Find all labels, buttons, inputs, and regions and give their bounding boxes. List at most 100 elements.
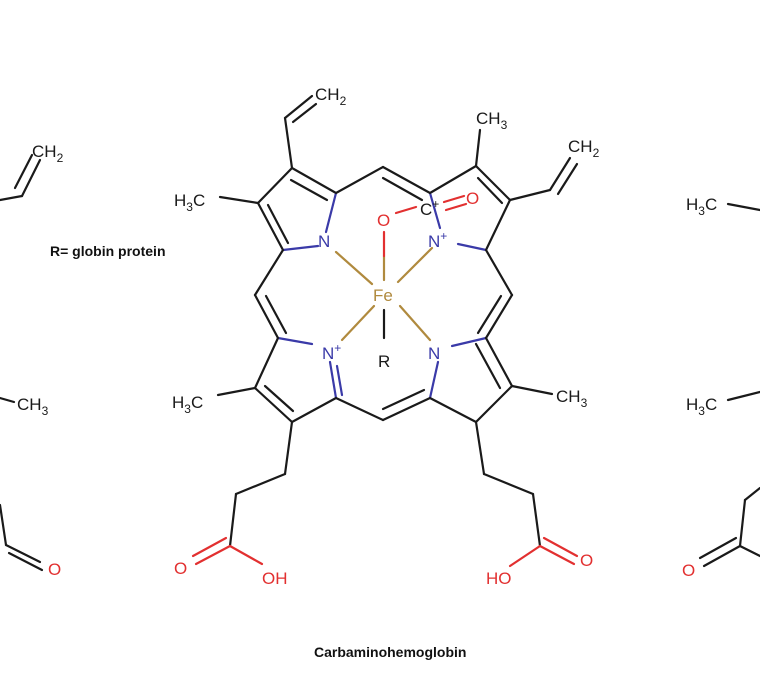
- methyl-top-right-label: CH3: [476, 109, 508, 132]
- bond: [290, 396, 338, 424]
- bond: [484, 248, 514, 297]
- ligand-oxygen-bound: O: [377, 211, 390, 230]
- fe-coordination: [334, 230, 434, 342]
- bond: [253, 293, 280, 340]
- bond: [442, 194, 466, 204]
- bond: [484, 198, 512, 252]
- bond: [508, 544, 542, 568]
- bond: [283, 94, 314, 120]
- bond: [253, 248, 285, 297]
- bond: [266, 203, 290, 245]
- compound-name: Carbaminohemoglobin: [314, 644, 466, 660]
- bond: [194, 544, 232, 566]
- bond: [482, 472, 535, 496]
- bond: [340, 304, 376, 342]
- bond: [456, 242, 488, 252]
- nitrogen-bottom-left: N+: [322, 341, 341, 363]
- bond: [290, 166, 338, 195]
- bond: [0, 503, 8, 547]
- left-methyl-label: CH3: [17, 395, 49, 418]
- bond: [228, 544, 264, 566]
- bond: [474, 420, 486, 476]
- bond: [738, 498, 747, 548]
- bond: [253, 336, 280, 390]
- bond: [738, 544, 760, 558]
- bond: [263, 384, 295, 413]
- bond: [276, 336, 314, 346]
- bond: [334, 165, 385, 195]
- vinyl-ch2-left-label: CH2: [315, 85, 347, 108]
- bond: [216, 386, 257, 397]
- pyrrole-top-right: [428, 164, 512, 252]
- bond: [218, 195, 260, 205]
- pyrrole-bottom-left: [253, 336, 344, 424]
- right-methyl-label-lower: H3C: [686, 395, 717, 418]
- left-partial-molecule: CH2 CH3 O: [0, 142, 64, 579]
- bond: [484, 336, 514, 388]
- bond: [476, 294, 503, 335]
- nitrogen-bottom-right: N: [428, 344, 440, 363]
- right-methyl-label-upper: H3C: [686, 195, 717, 218]
- bond: [381, 388, 426, 411]
- bond: [283, 420, 294, 476]
- bond: [726, 390, 760, 402]
- ligand-carbon: C+: [420, 197, 439, 219]
- bond: [334, 396, 385, 422]
- bond: [428, 396, 478, 424]
- bond: [726, 202, 760, 212]
- carbamino-ligand: [394, 194, 468, 215]
- atom-labels: N N+ N+ N Fe R O C+ O CH2 H3C CH3 CH2 H3…: [172, 85, 600, 588]
- bond: [548, 156, 572, 192]
- bond: [13, 153, 34, 190]
- bond: [228, 492, 238, 548]
- bond: [256, 201, 285, 252]
- bond: [474, 128, 482, 168]
- bond: [531, 492, 542, 548]
- left-vinyl-ch2-label: CH2: [32, 142, 64, 165]
- bond: [428, 191, 442, 230]
- bond: [335, 364, 344, 397]
- bond: [191, 536, 228, 558]
- bond: [474, 164, 512, 202]
- bond: [508, 188, 552, 202]
- meso-bridges: [253, 165, 514, 422]
- bond: [283, 116, 294, 170]
- bond: [428, 164, 478, 195]
- bond: [702, 544, 742, 568]
- bond: [474, 342, 502, 390]
- carboxyl-left-hydroxyl: OH: [262, 569, 288, 588]
- bond: [0, 194, 24, 202]
- bond: [542, 536, 579, 558]
- bond: [398, 304, 432, 342]
- methyl-bottom-left-label: H3C: [172, 393, 203, 416]
- bond: [396, 246, 434, 284]
- right-carbonyl-oxygen: O: [682, 561, 695, 580]
- bond: [324, 191, 338, 234]
- globin-r-group: R: [378, 352, 390, 371]
- bond: [289, 178, 329, 202]
- carboxyl-left-carbonyl-o: O: [174, 559, 187, 578]
- bond: [743, 486, 760, 502]
- bond: [538, 544, 576, 566]
- left-carbonyl-oxygen: O: [48, 560, 61, 579]
- bond: [256, 166, 294, 205]
- pyrrole-bottom-right: [428, 336, 514, 424]
- bond: [334, 250, 374, 286]
- bond: [234, 472, 287, 496]
- bond: [381, 396, 432, 422]
- carboxyl-right-carbonyl-o: O: [580, 551, 593, 570]
- nitrogen-top-left: N: [318, 232, 330, 251]
- bond: [510, 384, 554, 396]
- substituents: [191, 94, 579, 568]
- carboxyl-right-hydroxyl: HO: [486, 569, 512, 588]
- bond: [556, 162, 579, 196]
- iron-center: Fe: [373, 286, 393, 305]
- right-partial-molecule: H3C H3C O: [682, 195, 760, 580]
- bond: [484, 293, 514, 340]
- bond: [7, 551, 44, 572]
- porphyrin-core: N N+ N+ N Fe R O C+ O CH2 H3C CH3 CH2 H3…: [172, 85, 600, 588]
- bond: [444, 202, 468, 212]
- bond: [474, 384, 514, 424]
- bond: [291, 102, 318, 124]
